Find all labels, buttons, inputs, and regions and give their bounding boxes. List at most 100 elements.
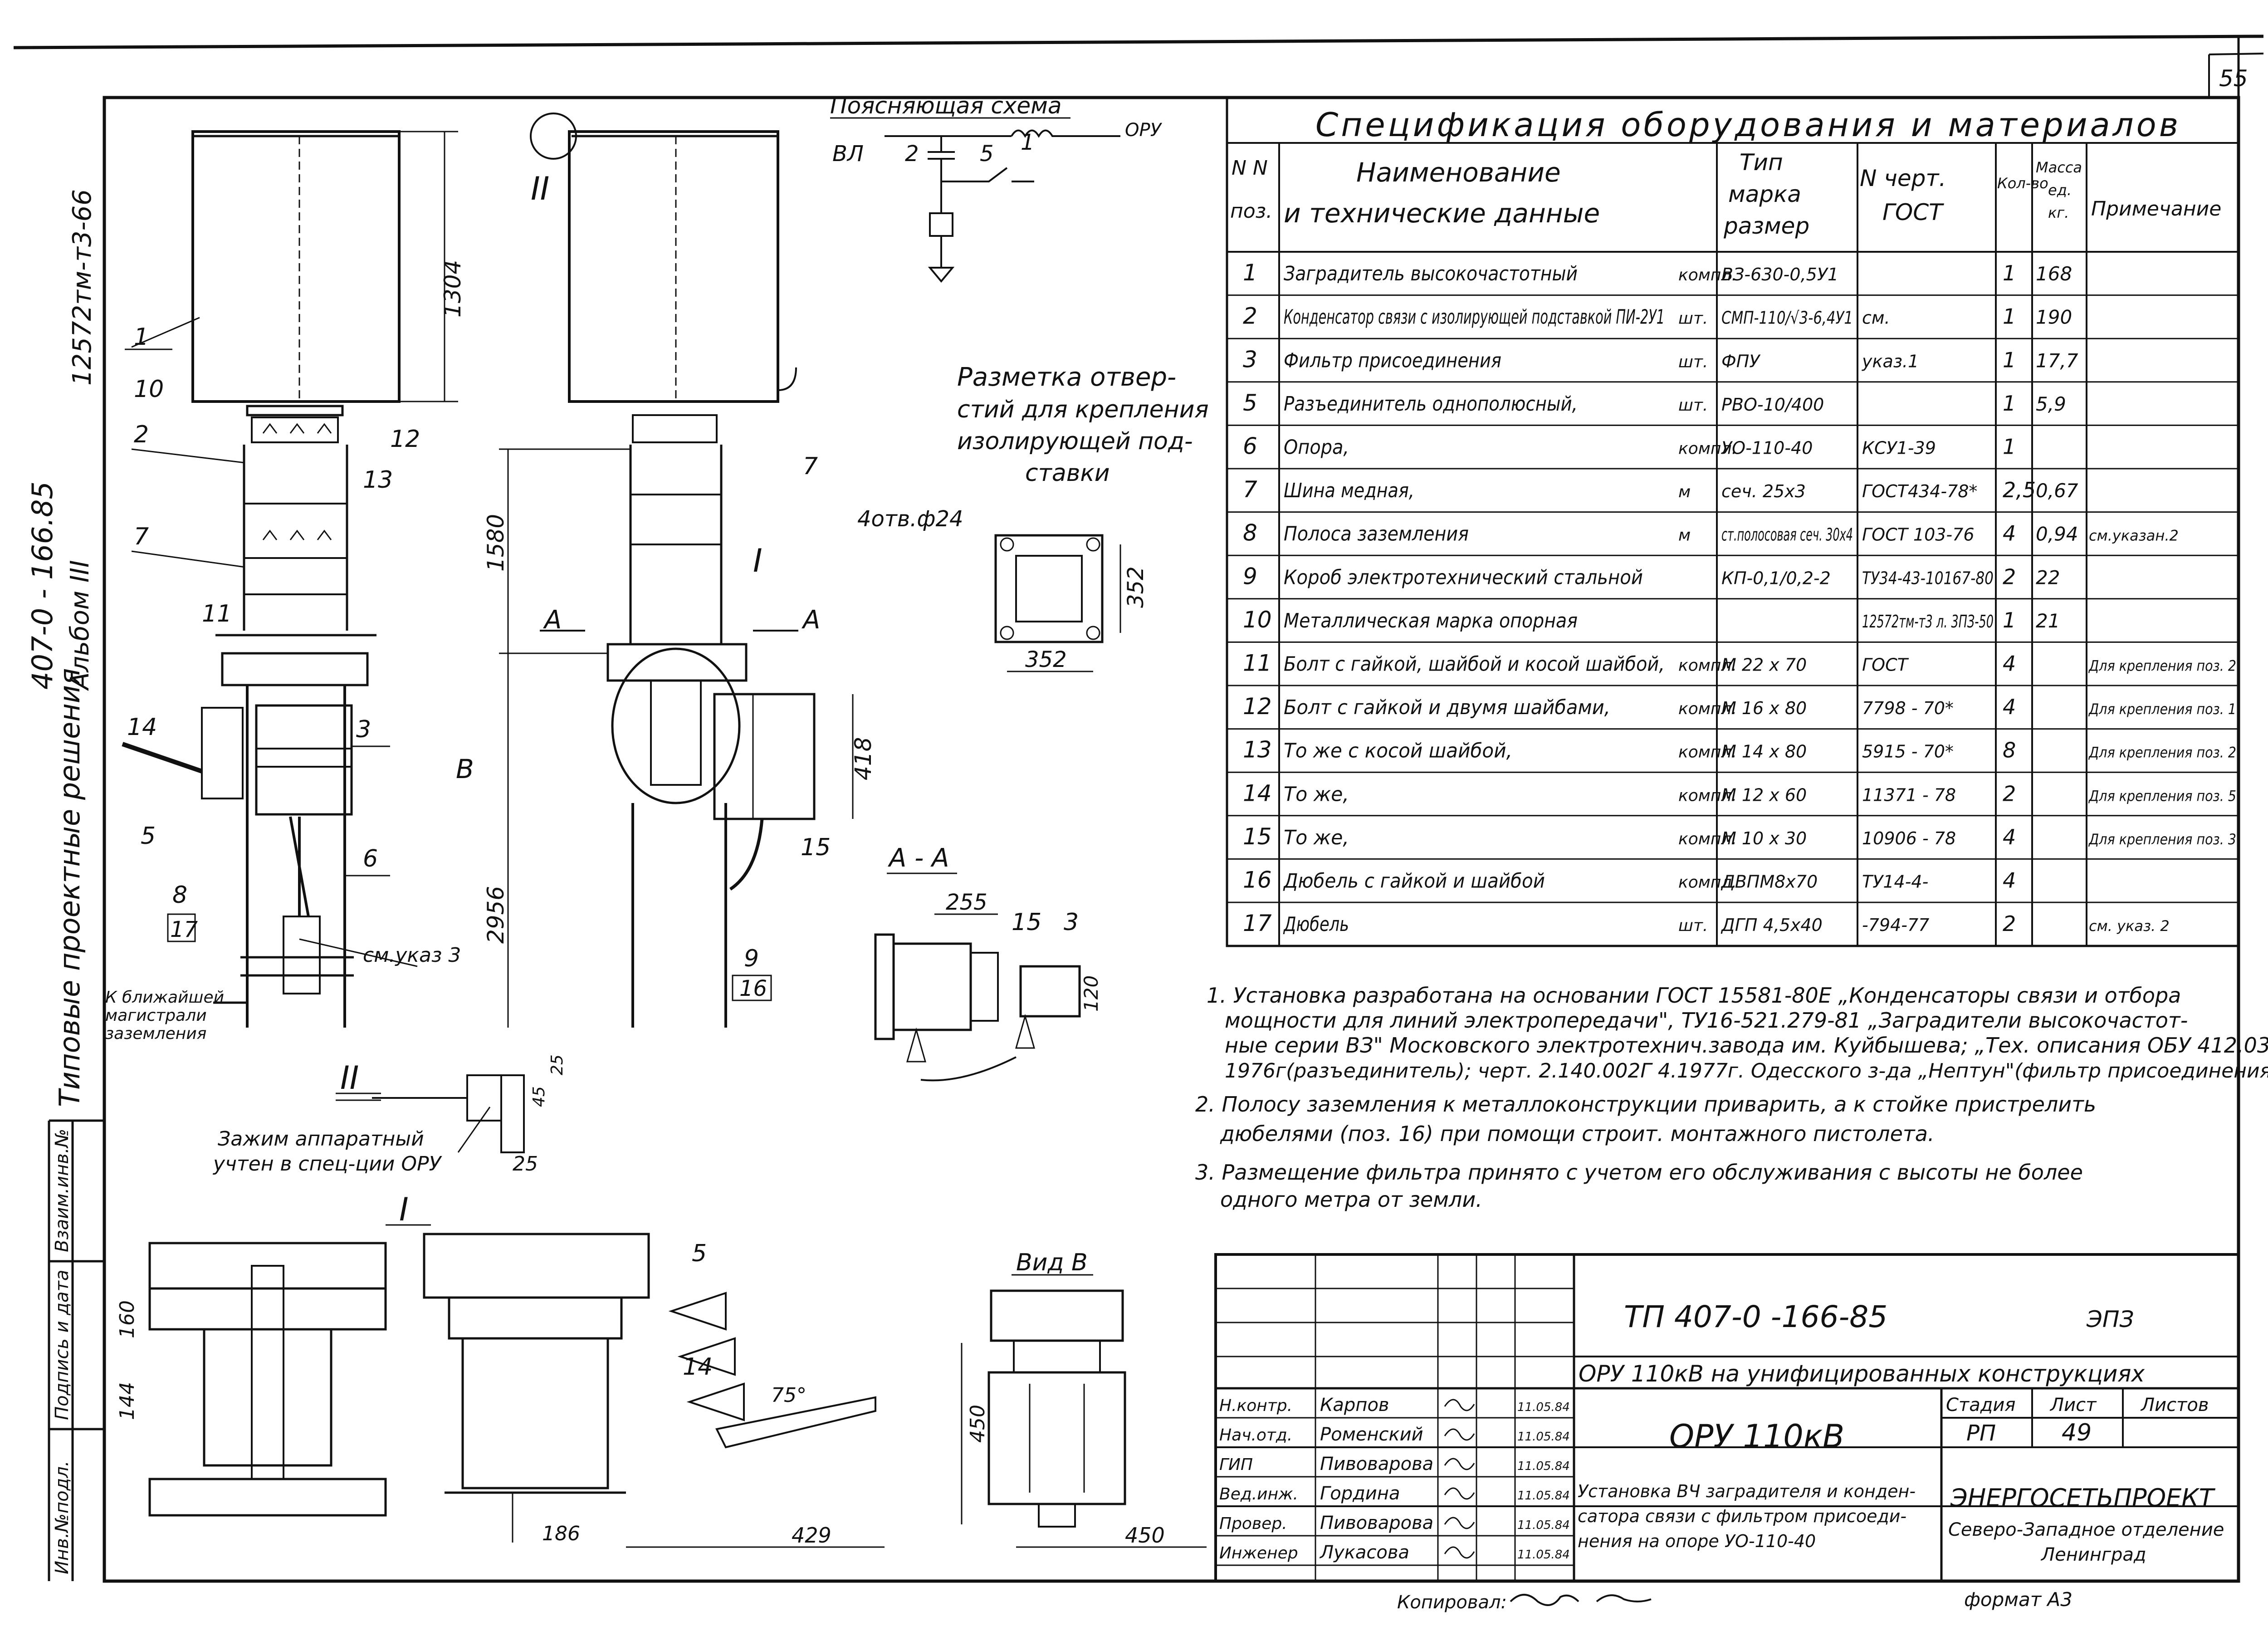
spec-cell: КП-0,1/0,2-2 bbox=[1721, 568, 1831, 588]
spec-cell: компл. bbox=[1678, 439, 1737, 458]
spec-cell: 1 bbox=[2003, 304, 2016, 329]
role-label: Провер. bbox=[1219, 1514, 1287, 1533]
spec-cell: 14 bbox=[1243, 780, 1272, 806]
spec-cell: 1 bbox=[2003, 348, 2016, 372]
spec-cell: Дюбель bbox=[1283, 913, 1349, 936]
role-label: Н.контр. bbox=[1219, 1396, 1292, 1415]
callout: 7 bbox=[134, 523, 149, 550]
callout: 9 bbox=[744, 945, 759, 972]
spec-cell: м bbox=[1678, 526, 1691, 545]
spec-cell: 0,94 bbox=[2036, 523, 2078, 545]
spec-title: Спецификация оборудования и материалов bbox=[1315, 106, 2181, 144]
clamp-note: учтен в спец-ции ОРУ bbox=[212, 1152, 443, 1176]
note-line: 1976г(разъединитель); черт. 2.140.002Г 4… bbox=[1225, 1059, 2268, 1083]
holes-title: Разметка отвер- bbox=[957, 362, 1176, 392]
dim-label: 1580 bbox=[483, 514, 509, 572]
spec-header-gost-a: N черт. bbox=[1860, 165, 1946, 191]
description-line: нения на опоре УО-110-40 bbox=[1578, 1531, 1816, 1551]
spec-cell: Фильтр присоединения bbox=[1284, 349, 1501, 372]
spec-cell: 3 bbox=[1243, 346, 1257, 372]
spec-cell: Металлическая марка опорная bbox=[1284, 609, 1578, 632]
callout: 8 bbox=[172, 882, 187, 909]
spec-cell: Для крепления поз. 3 bbox=[2088, 831, 2236, 848]
dim-label: 450 bbox=[966, 1405, 989, 1443]
role-date: 11.05.84 bbox=[1517, 1518, 1570, 1532]
side-strip: 12572тм-т3-66 407-0 - 166.85 Альбом III … bbox=[26, 189, 104, 1581]
note-line: ные серии ВЗ" Московского электротехнич.… bbox=[1225, 1033, 2268, 1058]
stage-header: Стадия bbox=[1946, 1395, 2015, 1416]
side-cell-1: Взаим.инв.№ bbox=[52, 1129, 73, 1252]
callout: 5 bbox=[692, 1240, 707, 1267]
spec-cell: см. bbox=[1862, 308, 1890, 328]
ground-note: магистрали bbox=[105, 1006, 207, 1025]
spec-cell: 4 bbox=[2003, 825, 2016, 849]
dim-label: 120 bbox=[1080, 975, 1102, 1012]
note-line: 2. Полосу заземления к металлоконструкци… bbox=[1195, 1092, 2096, 1117]
spec-cell: 17 bbox=[1243, 910, 1272, 936]
dim-label: 255 bbox=[946, 890, 987, 915]
spec-cell: ст.полосовая сеч. 30х4 bbox=[1721, 525, 1853, 545]
role-label: Нач.отд. bbox=[1219, 1426, 1292, 1445]
spec-cell: СМП-110/√3-6,4У1 bbox=[1721, 308, 1853, 328]
spec-cell: Короб электротехнический стальной bbox=[1284, 566, 1643, 589]
spec-header-type-c: размер bbox=[1723, 213, 1809, 239]
dim-label: 418 bbox=[850, 737, 876, 780]
role-name: Пивоварова bbox=[1320, 1454, 1433, 1474]
callout: 13 bbox=[363, 466, 393, 494]
dim-label: 352 bbox=[1025, 647, 1067, 672]
role-name: Лукасова bbox=[1319, 1542, 1409, 1563]
stage-value: РП bbox=[1966, 1420, 1996, 1446]
spec-cell: компл. bbox=[1678, 830, 1737, 848]
callout: 7 bbox=[803, 453, 818, 480]
spec-cell: 21 bbox=[2036, 610, 2060, 632]
spec-cell: см.указан.2 bbox=[2089, 527, 2179, 544]
spec-cell: ДГП 4,5х40 bbox=[1721, 915, 1823, 935]
spec-cell: компл. bbox=[1678, 700, 1737, 718]
spec-cell: ВЗ-630-0,5У1 bbox=[1721, 265, 1838, 284]
main-view-left: 1304 bbox=[122, 130, 466, 1028]
spec-cell: Болт с гайкой, шайбой и косой шайбой, bbox=[1284, 652, 1665, 676]
dim-label: 160 bbox=[116, 1300, 139, 1338]
dim-label: 352 bbox=[1123, 566, 1149, 608]
spec-cell: 1 bbox=[2003, 391, 2016, 416]
spec-cell: м bbox=[1678, 483, 1691, 501]
role-label: Инженер bbox=[1219, 1544, 1298, 1563]
callout: 10 bbox=[134, 376, 164, 403]
spec-header-note: Примечание bbox=[2091, 197, 2221, 220]
spec-header-mass-a: Масса bbox=[2036, 159, 2082, 176]
spec-cell: 1 bbox=[2003, 434, 2016, 459]
callout: 3 bbox=[1064, 909, 1079, 936]
callout: 2 bbox=[134, 421, 149, 448]
signature bbox=[1444, 1517, 1475, 1529]
holes-title: изолирующей под- bbox=[957, 428, 1193, 455]
detail-label: II bbox=[340, 1059, 359, 1097]
callout: 6 bbox=[363, 845, 378, 872]
spec-cell: М 14 х 80 bbox=[1721, 742, 1807, 762]
detail-i: I 160 144 186 429 75° 5 14 bbox=[116, 1191, 885, 1548]
spec-cell: шт. bbox=[1678, 396, 1708, 415]
callout: 15 bbox=[1012, 909, 1041, 936]
role-name: Гордина bbox=[1320, 1483, 1400, 1504]
sheet-value: 49 bbox=[2062, 1419, 2092, 1446]
spec-cell: 7 bbox=[1243, 476, 1257, 503]
spec-cell: М 22 х 70 bbox=[1721, 655, 1807, 675]
signature bbox=[1444, 1546, 1475, 1559]
detail-label: I bbox=[399, 1191, 409, 1228]
spec-cell: 22 bbox=[2036, 566, 2060, 588]
side-code: 12572тм-т3-66 bbox=[68, 189, 97, 386]
spec-cell: РВО-10/400 bbox=[1721, 395, 1824, 415]
role-name: Пивоварова bbox=[1320, 1513, 1433, 1533]
org-branch: Северо-Западное отделение bbox=[1948, 1519, 2224, 1540]
dim-label: 45 bbox=[530, 1086, 548, 1107]
spec-cell: М 16 х 80 bbox=[1721, 698, 1807, 718]
spec-cell: см. указ. 2 bbox=[2089, 917, 2170, 935]
spec-header-pos-a: N N bbox=[1232, 157, 1268, 180]
callout: 15 bbox=[801, 834, 831, 861]
holes-title: ставки bbox=[1025, 460, 1110, 487]
dim-label: 186 bbox=[542, 1522, 580, 1545]
spec-cell: 5915 - 70* bbox=[1862, 742, 1954, 762]
spec-cell: Для крепления поз. 1 bbox=[2088, 700, 2236, 718]
spec-cell: 2 bbox=[1243, 303, 1257, 329]
signature bbox=[1444, 1399, 1475, 1411]
